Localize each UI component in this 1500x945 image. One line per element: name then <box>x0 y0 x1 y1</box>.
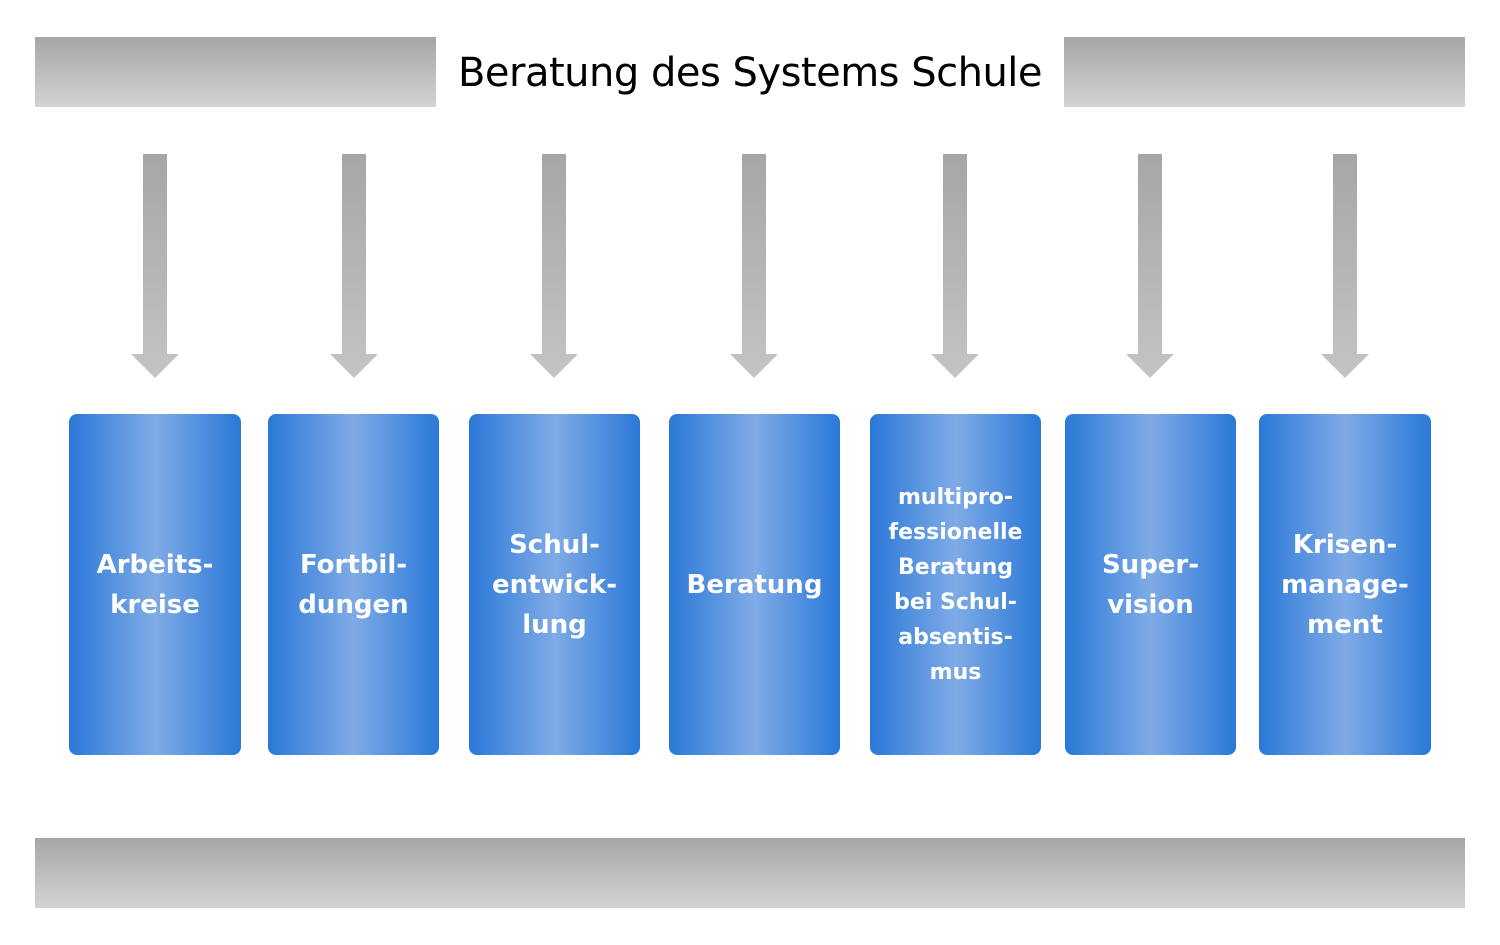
category-label: Fortbil- dungen <box>298 549 409 620</box>
category-label: Arbeits- kreise <box>96 549 214 620</box>
down-arrow-icon <box>131 154 179 378</box>
category-label: Schul- entwick- lung <box>492 529 617 640</box>
category-label: Beratung <box>686 569 823 600</box>
category-label: Super- vision <box>1101 549 1200 620</box>
top-bar-right <box>1064 37 1465 107</box>
category-box: Krisen- manage- ment <box>1259 414 1431 755</box>
category-box: Fortbil- dungen <box>268 414 439 755</box>
category-box: Super- vision <box>1065 414 1236 755</box>
bottom-bar <box>35 838 1465 908</box>
down-arrow-icon <box>1321 154 1369 378</box>
category-box: multipro- fessionelle Beratung bei Schul… <box>870 414 1041 755</box>
category-label: Krisen- manage- ment <box>1281 529 1409 640</box>
category-label: multipro- fessionelle Beratung bei Schul… <box>888 484 1023 685</box>
category-box: Arbeits- kreise <box>69 414 241 755</box>
down-arrow-icon <box>530 154 578 378</box>
category-box: Beratung <box>669 414 840 755</box>
down-arrow-icon <box>931 154 979 378</box>
diagram-title: Beratung des Systems Schule <box>457 50 1043 96</box>
top-bar-left <box>35 37 436 107</box>
down-arrow-icon <box>330 154 378 378</box>
down-arrow-icon <box>1126 154 1174 378</box>
down-arrow-icon <box>730 154 778 378</box>
category-box: Schul- entwick- lung <box>469 414 640 755</box>
